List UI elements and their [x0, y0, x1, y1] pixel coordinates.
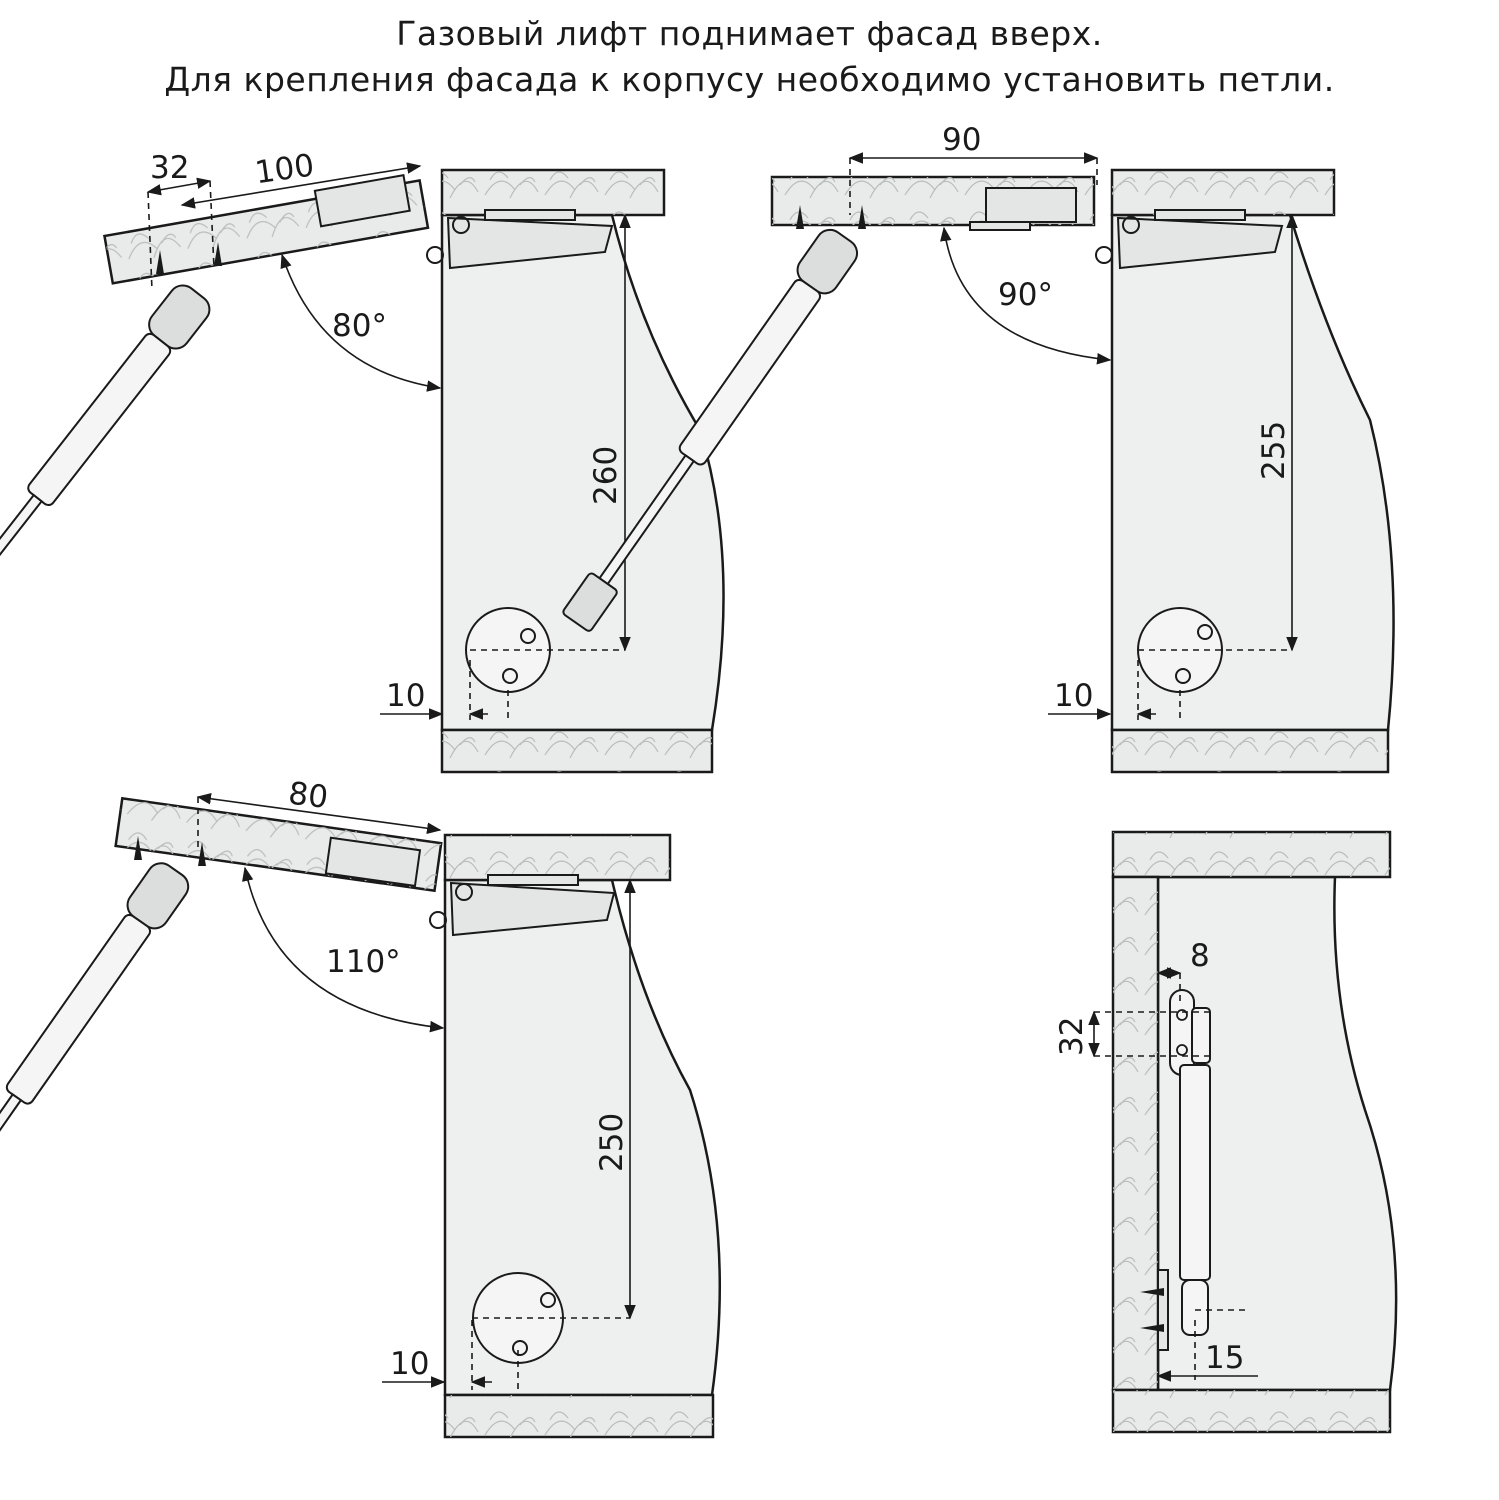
screw-icon	[156, 250, 164, 274]
dim-250: 250	[594, 1113, 630, 1172]
heading-line-2: Для крепления фасада к корпусу необходим…	[164, 60, 1335, 99]
dim-80: 80	[286, 775, 330, 816]
dim-90: 90	[942, 122, 981, 158]
diagram-110-degrees: 110° 80 250 10	[0, 775, 722, 1439]
angle-label-90: 90°	[998, 277, 1053, 313]
gas-lift-cylinder-1	[27, 332, 172, 507]
diagram-closed-view: 8 32 15	[1054, 830, 1398, 1434]
angle-label-80: 80°	[332, 308, 387, 344]
diagram-90-degrees: 90° 90 255 10	[562, 122, 1395, 774]
gas-lift-cylinder-3	[5, 913, 152, 1105]
dim-15: 15	[1205, 1340, 1244, 1376]
top-bracket-4	[1169, 989, 1195, 1076]
dim-32: 32	[150, 150, 189, 186]
screw-icon	[134, 836, 142, 860]
dim-260: 260	[588, 446, 624, 505]
angle-label-110: 110°	[326, 944, 401, 980]
dim-10-c: 10	[390, 1346, 429, 1382]
diagram-80-degrees: 80° 32 100 260 10	[0, 147, 725, 774]
dim-10-b: 10	[1054, 678, 1093, 714]
hinge-3	[449, 881, 616, 937]
screw-icon	[1140, 1324, 1164, 1332]
screw-icon	[198, 842, 206, 866]
gas-lift-rod-3	[0, 1093, 23, 1225]
screw-icon	[796, 205, 804, 229]
dim-255: 255	[1256, 421, 1292, 480]
dim-32-b: 32	[1054, 1017, 1090, 1056]
hinge-1	[446, 216, 614, 270]
screw-icon	[858, 205, 866, 229]
gas-lift-cylinder-2	[678, 278, 822, 466]
heading-line-1: Газовый лифт поднимает фасад вверх.	[396, 14, 1103, 53]
gas-lift-rod-1	[0, 493, 44, 629]
dim-100: 100	[253, 147, 317, 191]
screw-icon	[1140, 1288, 1164, 1296]
screw-icon	[214, 242, 222, 266]
dim-10: 10	[386, 678, 425, 714]
gas-lift-cylinder-4	[1179, 1064, 1211, 1281]
hinge-2	[1116, 216, 1284, 270]
cabinet-side-2	[1110, 213, 1395, 732]
cabinet-interior-4	[1156, 875, 1398, 1392]
dim-8: 8	[1190, 938, 1210, 974]
